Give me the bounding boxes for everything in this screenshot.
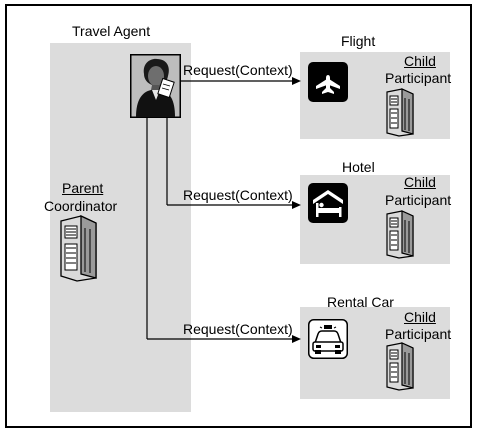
hotel-participant-name: Participant	[385, 192, 452, 208]
hotel-bed-icon	[308, 183, 348, 223]
airplane-icon	[308, 62, 348, 102]
coordinator-name: Coordinator	[44, 198, 118, 214]
coordinator-role: Parent	[62, 180, 104, 196]
arrowhead-hotel	[292, 201, 301, 209]
arrowhead-flight	[292, 77, 301, 85]
request-label-flight: Request(Context)	[183, 62, 293, 78]
arrowhead-rental-car	[292, 335, 301, 343]
flight-participant-name: Participant	[385, 70, 452, 86]
hotel-role: Child	[404, 174, 436, 190]
rental-car-participant-name: Participant	[385, 326, 452, 342]
request-label-hotel: Request(Context)	[183, 187, 293, 203]
rental-car-server-icon	[386, 342, 414, 391]
hotel-title: Hotel	[342, 159, 375, 175]
rental-car-title: Rental Car	[327, 294, 394, 310]
flight-role: Child	[404, 53, 436, 69]
rental-car-role: Child	[404, 309, 436, 325]
flight-title: Flight	[341, 33, 376, 49]
coordinator-server-icon	[60, 214, 97, 282]
request-label-rental-car: Request(Context)	[183, 321, 293, 337]
hotel-server-icon	[386, 210, 414, 259]
car-icon	[308, 319, 348, 359]
flight-server-icon	[386, 88, 414, 137]
travel-agent-person-icon	[130, 54, 181, 118]
travel-agent-title: Travel Agent	[72, 23, 151, 39]
